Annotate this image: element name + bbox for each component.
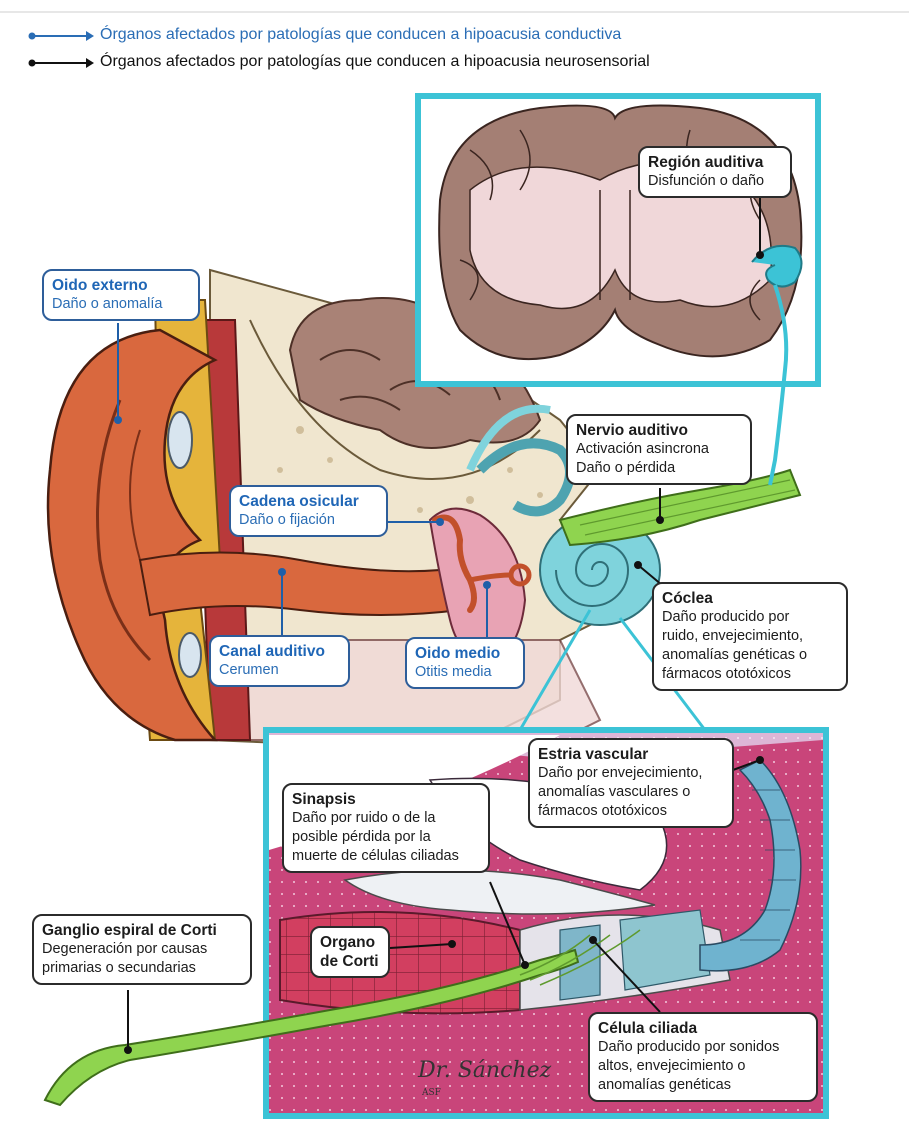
label-title: Estria vascular bbox=[538, 745, 724, 764]
dot-coclea bbox=[634, 561, 642, 569]
label-celula-ciliada: Célula ciliada Daño producido por sonido… bbox=[588, 1012, 818, 1102]
label-region-auditiva: Región auditiva Disfunción o daño bbox=[638, 146, 792, 198]
signature-initials: ASF bbox=[422, 1088, 441, 1098]
dot-canal-auditivo bbox=[278, 568, 286, 576]
label-title: Región auditiva bbox=[648, 153, 782, 172]
label-cadena-osicular: Cadena osicular Daño o fijación bbox=[229, 485, 388, 537]
label-coclea: Cóclea Daño producido por ruido, envejec… bbox=[652, 582, 848, 691]
label-nervio-auditivo: Nervio auditivo Activación asincrona Dañ… bbox=[566, 414, 752, 485]
label-estria-vascular: Estria vascular Daño por envejecimiento,… bbox=[528, 738, 734, 828]
label-title: Organo de Corti bbox=[320, 933, 380, 971]
dot-oido-externo bbox=[114, 416, 122, 424]
dot-region-auditiva bbox=[756, 251, 764, 259]
brain-inset bbox=[418, 96, 818, 384]
dot-sinapsis bbox=[521, 961, 529, 969]
label-desc: Daño producido por ruido, envejecimiento… bbox=[662, 608, 838, 684]
label-title: Nervio auditivo bbox=[576, 421, 742, 440]
label-desc: Otitis media bbox=[415, 663, 515, 682]
legend-conductive-text: Órganos afectados por patologías que con… bbox=[100, 26, 621, 44]
legend-arrow-conductive bbox=[29, 31, 95, 41]
label-desc: Daño por ruido o de la posible pérdida p… bbox=[292, 809, 480, 866]
label-desc: Degeneración por causas primarias o secu… bbox=[42, 940, 242, 978]
label-title: Ganglio espiral de Corti bbox=[42, 921, 242, 940]
label-desc: Cerumen bbox=[219, 661, 340, 680]
dot-organo bbox=[448, 940, 456, 948]
legend-sensorineural-text: Órganos afectados por patologías que con… bbox=[100, 53, 650, 71]
label-desc: Daño por envejecimiento, anomalías vascu… bbox=[538, 764, 724, 821]
label-desc: Disfunción o daño bbox=[648, 172, 782, 191]
label-desc: Daño producido por sonidos altos, enveje… bbox=[598, 1038, 808, 1095]
label-canal-auditivo: Canal auditivo Cerumen bbox=[209, 635, 350, 687]
label-title: Oido externo bbox=[52, 276, 190, 295]
dot-ganglio bbox=[124, 1046, 132, 1054]
label-organo-corti: Organo de Corti bbox=[310, 926, 390, 978]
signature-name: Dr. Sánchez bbox=[418, 1058, 551, 1083]
label-oido-externo: Oido externo Daño o anomalía bbox=[42, 269, 200, 321]
label-title: Cadena osicular bbox=[239, 492, 378, 511]
dot-estria bbox=[756, 756, 764, 764]
label-oido-medio: Oido medio Otitis media bbox=[405, 637, 525, 689]
label-title: Oido medio bbox=[415, 644, 515, 663]
dot-oido-medio bbox=[483, 581, 491, 589]
label-desc: Activación asincrona Daño o pérdida bbox=[576, 440, 742, 478]
artist-signature: Dr. Sánchez ASF bbox=[418, 1058, 551, 1083]
label-desc: Daño o fijación bbox=[239, 511, 378, 530]
dot-nervio-auditivo bbox=[656, 516, 664, 524]
label-title: Cóclea bbox=[662, 589, 838, 608]
label-title: Sinapsis bbox=[292, 790, 480, 809]
label-title: Canal auditivo bbox=[219, 642, 340, 661]
dot-celula bbox=[589, 936, 597, 944]
label-desc: Daño o anomalía bbox=[52, 295, 190, 314]
label-title: Célula ciliada bbox=[598, 1019, 808, 1038]
label-ganglio: Ganglio espiral de Corti Degeneración po… bbox=[32, 914, 252, 985]
dot-cadena-osicular bbox=[436, 518, 444, 526]
label-sinapsis: Sinapsis Daño por ruido o de la posible … bbox=[282, 783, 490, 873]
legend-sensorineural: Órganos afectados por patologías que con… bbox=[100, 53, 650, 71]
legend-conductive: Órganos afectados por patologías que con… bbox=[100, 26, 621, 44]
legend-arrow-sensorineural bbox=[29, 58, 95, 68]
